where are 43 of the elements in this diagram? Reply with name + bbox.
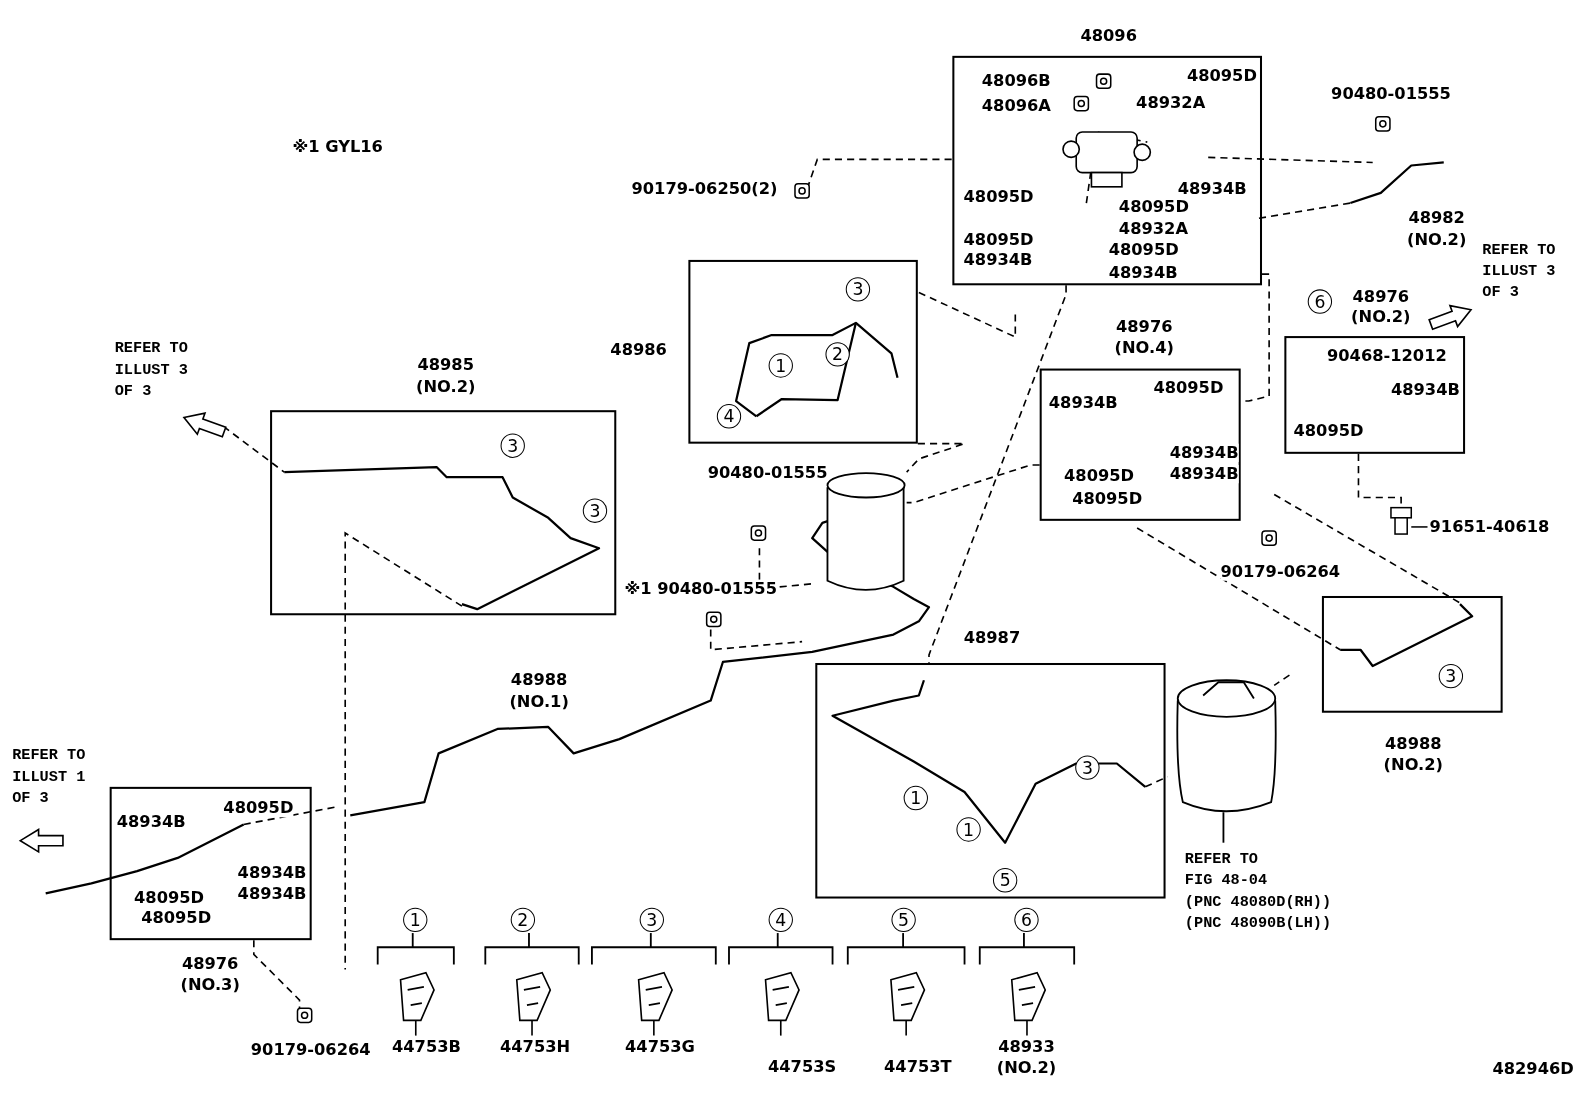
part-number: (NO.1) xyxy=(509,692,569,711)
part-number: 90179-06250(2) xyxy=(631,179,778,198)
reference-note: (PNC 48080D(RH)) (PNC 48090B(LH)) xyxy=(1184,892,1333,935)
callout-number: 2 xyxy=(510,907,536,933)
reference-note: REFER TO FIG 48-04 xyxy=(1184,849,1268,892)
nut-icon xyxy=(296,1007,313,1024)
callout-number: 3 xyxy=(1075,755,1100,780)
part-number: (NO.2) xyxy=(416,377,476,396)
callout-number: 3 xyxy=(582,498,608,523)
part-number: (NO.2) xyxy=(1406,230,1467,249)
part-number: 90480-01555 xyxy=(707,464,828,483)
part-number: (NO.2) xyxy=(1383,755,1443,774)
callout-number: 2 xyxy=(825,342,850,367)
part-number: (NO.3) xyxy=(180,975,240,994)
callout-number: 5 xyxy=(992,868,1018,893)
callout-number: 3 xyxy=(845,277,871,302)
callout-number: 1 xyxy=(903,785,928,811)
bolt-icon xyxy=(1390,506,1413,535)
part-number: 48095D xyxy=(223,799,294,818)
part-number: 48934B xyxy=(1169,443,1239,462)
part-number: 48934B xyxy=(1169,465,1239,484)
reference-note: REFER TO ILLUST 3 OF 3 xyxy=(114,339,188,403)
callout-number: 4 xyxy=(716,404,742,429)
callout-number: 3 xyxy=(500,433,525,458)
callout-number: 3 xyxy=(639,907,664,933)
callout-number: 3 xyxy=(1438,664,1464,689)
reference-note: REFER TO ILLUST 1 OF 3 xyxy=(12,746,86,810)
part-number: (NO.2) xyxy=(996,1058,1057,1078)
part-number: (NO.2) xyxy=(1351,307,1411,326)
part-number: 90179-06264 xyxy=(1220,562,1341,581)
reference-note: REFER TO ILLUST 3 OF 3 xyxy=(1482,240,1556,304)
callout-number: 1 xyxy=(768,353,793,378)
dashed-leader-line xyxy=(905,464,1041,504)
callout-number: 1 xyxy=(403,907,428,933)
callout-number: 1 xyxy=(956,817,981,842)
part-number: (NO.4) xyxy=(1114,339,1174,358)
dashed-leader-line xyxy=(253,939,301,1009)
callout-number: 6 xyxy=(1014,907,1039,933)
callout-number: 6 xyxy=(1307,289,1333,314)
callout-number: 4 xyxy=(768,907,793,933)
dashed-leader-line xyxy=(905,442,966,473)
accumulator-drawing xyxy=(826,472,906,591)
callout-number: 5 xyxy=(891,907,916,933)
